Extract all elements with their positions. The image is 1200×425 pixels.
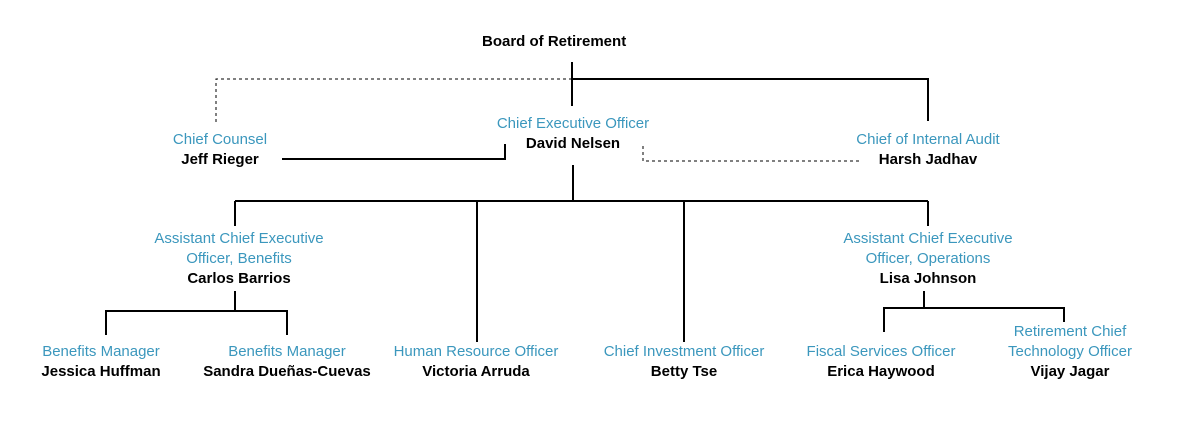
fiscal-officer-title: Fiscal Services Officer [806, 343, 956, 360]
investment-officer-title: Chief Investment Officer [603, 343, 765, 360]
connector-benefits-managers-bar [105, 310, 288, 335]
benefits-manager-2-title: Benefits Manager [228, 343, 346, 360]
ace-operations-title-line2: Officer, Operations [865, 250, 991, 267]
connector-ceo-to-chief-counsel [282, 144, 506, 160]
ceo-name: David Nelsen [525, 135, 621, 152]
hr-officer-title: Human Resource Officer [393, 343, 559, 360]
node-ace-operations: Assistant Chief Executive Officer, Opera… [818, 229, 1038, 289]
ceo-title: Chief Executive Officer [496, 115, 650, 132]
ace-operations-title-line1: Assistant Chief Executive [843, 230, 1013, 247]
node-hr-officer: Human Resource Officer Victoria Arruda [376, 342, 576, 382]
board-label: Board of Retirement [482, 33, 627, 50]
connector-operations-officers-bar [883, 307, 1065, 332]
benefits-manager-2-name: Sandra Dueñas-Cuevas [203, 363, 371, 380]
fiscal-officer-name: Erica Haywood [827, 363, 935, 380]
internal-audit-title: Chief of Internal Audit [856, 131, 1000, 148]
chief-counsel-name: Jeff Rieger [181, 151, 259, 168]
board-of-retirement: Board of Retirement [482, 33, 626, 50]
tech-officer-name: Vijay Jagar [1030, 363, 1110, 380]
benefits-manager-1-title: Benefits Manager [42, 343, 160, 360]
node-chief-counsel: Chief Counsel Jeff Rieger [140, 130, 300, 170]
dashed-ceo-to-internal-audit [642, 146, 860, 162]
dashed-connectors [215, 78, 860, 162]
node-investment-officer: Chief Investment Officer Betty Tse [584, 342, 784, 382]
ace-benefits-name: Carlos Barrios [187, 270, 291, 287]
node-ace-benefits: Assistant Chief Executive Officer, Benef… [129, 229, 349, 289]
ace-benefits-title-line1: Assistant Chief Executive [154, 230, 324, 247]
benefits-manager-1-name: Jessica Huffman [41, 363, 161, 380]
node-internal-audit: Chief of Internal Audit Harsh Jadhav [828, 130, 1028, 170]
tech-officer-title-line1: Retirement Chief [1013, 323, 1127, 340]
node-fiscal-officer: Fiscal Services Officer Erica Haywood [791, 342, 971, 382]
node-benefits-manager-2: Benefits Manager Sandra Dueñas-Cuevas [187, 342, 387, 382]
internal-audit-name: Harsh Jadhav [878, 151, 978, 168]
solid-connectors [105, 62, 1065, 342]
chief-counsel-title: Chief Counsel [172, 131, 268, 148]
node-ceo: Chief Executive Officer David Nelsen [473, 114, 673, 154]
hr-officer-name: Victoria Arruda [422, 363, 530, 380]
node-tech-officer: Retirement Chief Technology Officer Vija… [990, 322, 1150, 382]
ace-benefits-title-line2: Officer, Benefits [186, 250, 292, 267]
connector-board-to-internal-audit [572, 78, 929, 121]
ace-operations-name: Lisa Johnson [879, 270, 977, 287]
node-benefits-manager-1: Benefits Manager Jessica Huffman [16, 342, 186, 382]
tech-officer-title-line2: Technology Officer [1008, 343, 1132, 360]
investment-officer-name: Betty Tse [650, 363, 718, 380]
dashed-board-to-chief-counsel [215, 78, 572, 124]
